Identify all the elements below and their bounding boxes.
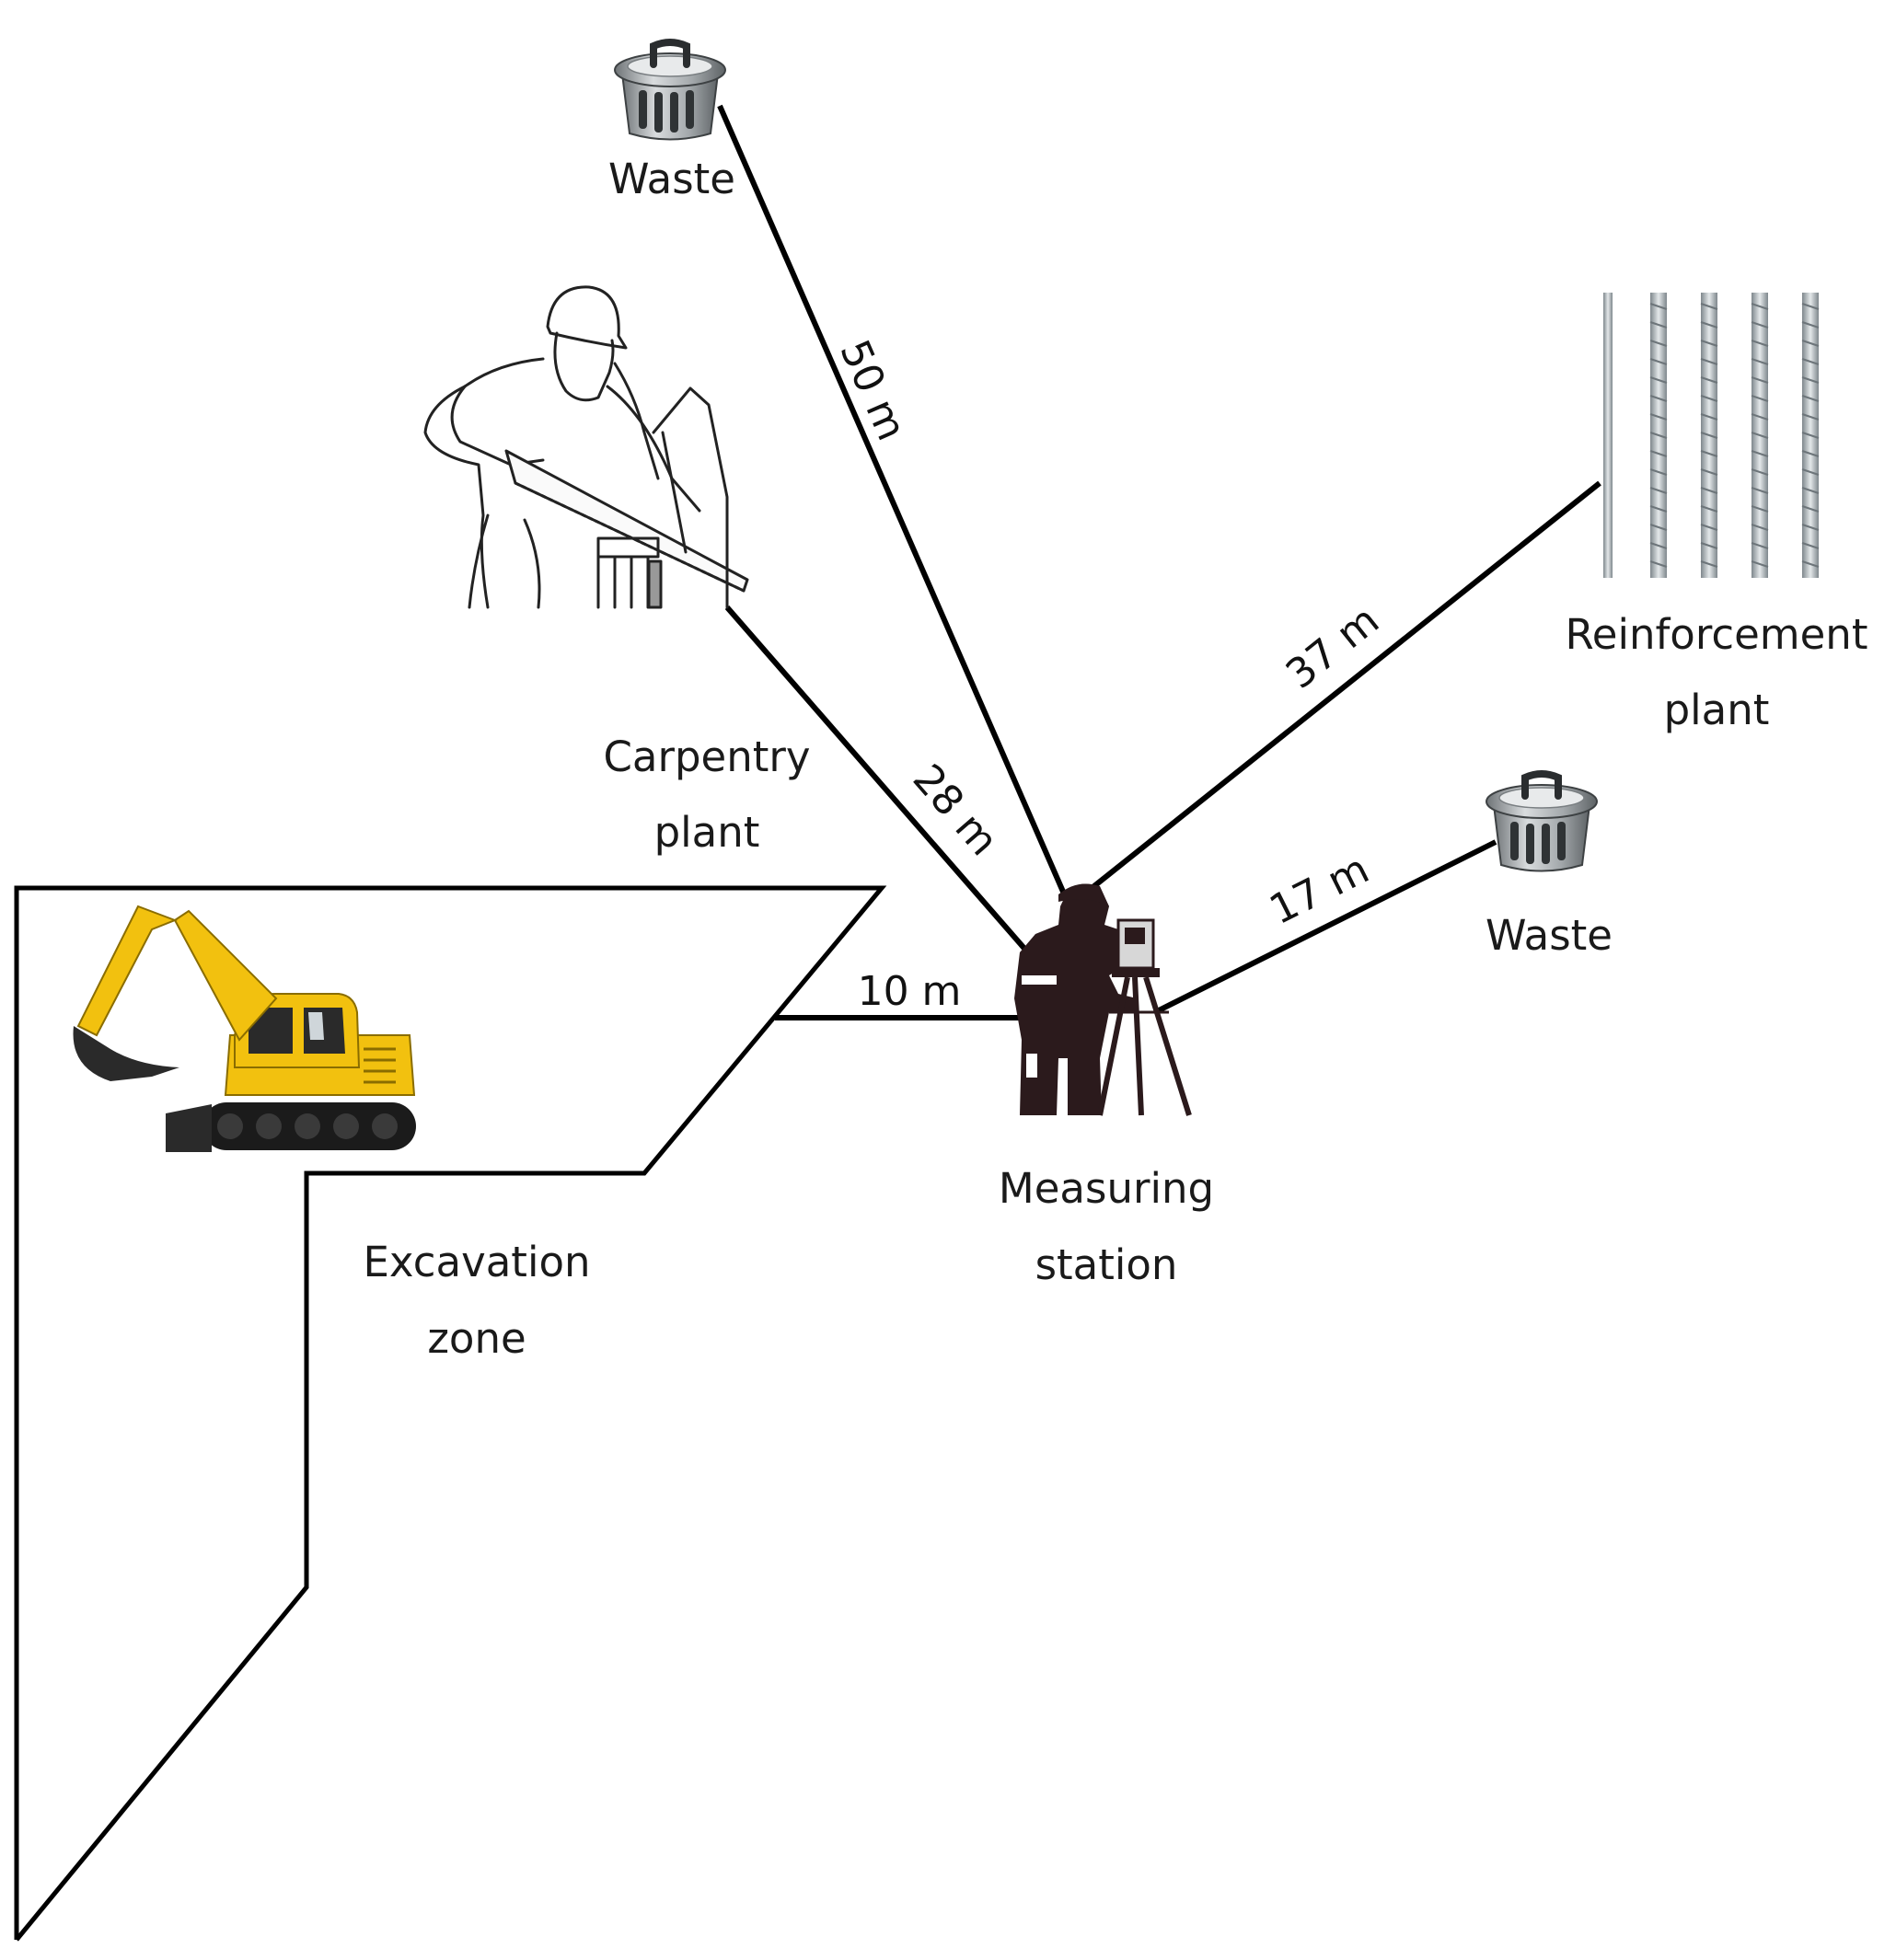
rebar-bars-icon bbox=[1603, 293, 1820, 578]
carpenter-sawing-icon bbox=[423, 285, 749, 609]
carpentry-label-line1: Carpentry bbox=[603, 732, 810, 781]
line-to-reinforcement bbox=[1084, 480, 1601, 895]
distance-label-carpentry: 28 m bbox=[904, 755, 1008, 865]
measuring-station-label-line1: Measuring bbox=[999, 1164, 1214, 1213]
excavation-zone-outline bbox=[14, 885, 887, 1942]
distance-label-waste-right: 17 m bbox=[1263, 846, 1377, 934]
distance-label-excavation: 10 m bbox=[858, 968, 962, 1015]
carpentry-label-line2: plant bbox=[654, 808, 760, 857]
measuring-station-label-line2: station bbox=[1035, 1240, 1178, 1289]
distance-label-reinforcement: 37 m bbox=[1277, 597, 1388, 698]
reinforcement-label-line1: Reinforcement bbox=[1566, 610, 1868, 659]
line-to-waste-top bbox=[717, 104, 1072, 908]
trash-can-icon bbox=[615, 42, 725, 140]
excavation-zone-label-line1: Excavation bbox=[364, 1238, 591, 1286]
line-to-carpentry bbox=[724, 605, 1029, 952]
surveyor-total-station-icon bbox=[1014, 883, 1192, 1116]
line-to-waste-right bbox=[1153, 839, 1497, 1015]
excavation-zone-label-line2: zone bbox=[427, 1314, 526, 1363]
waste-right-label: Waste bbox=[1486, 911, 1613, 960]
reinforcement-label-line2: plant bbox=[1664, 686, 1770, 734]
waste-top-label: Waste bbox=[608, 155, 735, 203]
excavator-icon bbox=[73, 905, 416, 1152]
trash-can-icon bbox=[1486, 774, 1597, 871]
